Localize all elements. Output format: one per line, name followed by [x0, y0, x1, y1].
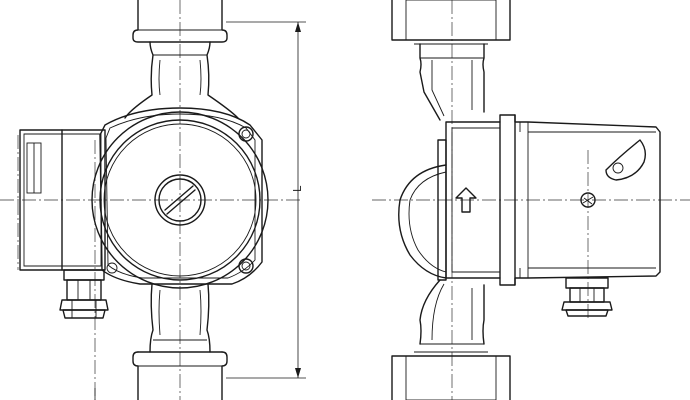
dimension-L: L [226, 21, 306, 379]
terminal-box [19, 129, 106, 271]
bolt-bottom-left [106, 262, 118, 274]
bottom-flange-nut [132, 351, 228, 400]
side-lower-neck [419, 279, 485, 345]
bolt-bottom-right [238, 258, 254, 274]
top-pipe-neck [124, 41, 239, 119]
side-top-flange-nut [391, 0, 511, 45]
motor-housing [445, 114, 661, 286]
side-screw [580, 192, 596, 208]
cable-gland [59, 269, 109, 319]
side-volute [398, 139, 447, 281]
rotor-housing [91, 111, 269, 289]
bottom-dimension-stubs [94, 388, 223, 400]
side-upper-neck [419, 43, 485, 121]
front-view: L [0, 0, 306, 400]
side-view-center-lines [372, 0, 690, 400]
speed-selector-icon [605, 139, 647, 181]
bottom-pipe-neck [149, 283, 211, 353]
vent-screw [154, 174, 206, 226]
flow-arrow-icon [455, 187, 477, 213]
side-cable-gland [561, 277, 613, 317]
side-view [372, 0, 690, 400]
side-bottom-flange-nut [391, 351, 511, 400]
front-view-center-lines [0, 0, 300, 400]
top-flange-nut [132, 0, 228, 43]
dimension-label: L [291, 185, 304, 192]
